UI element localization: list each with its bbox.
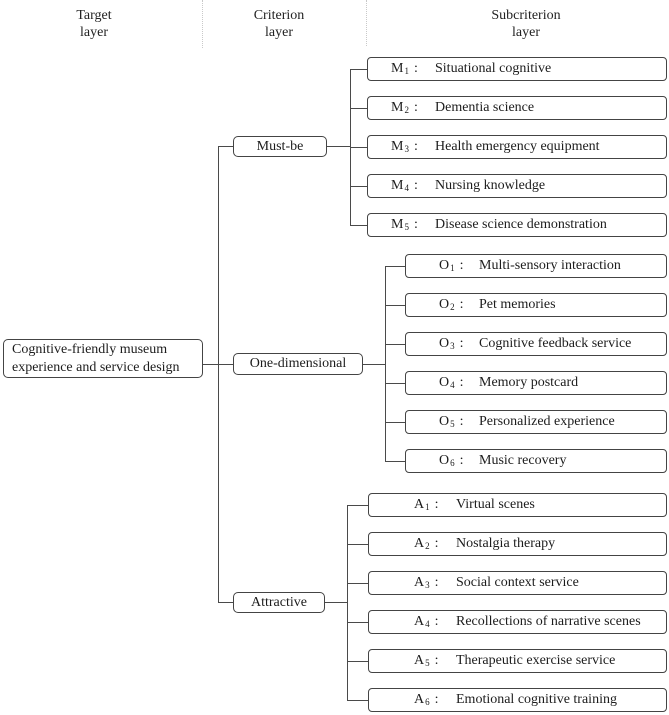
subcriterion-label: Personalized experience — [479, 414, 615, 429]
connector-line — [347, 583, 368, 584]
connector-line — [350, 69, 367, 70]
connector-line — [347, 661, 368, 662]
subcriterion-code: O3: — [439, 336, 464, 351]
subcriterion-label: Virtual scenes — [456, 497, 535, 512]
subcriterion-box-a5: A5: Therapeutic exercise service — [368, 649, 667, 673]
connector-line — [363, 364, 385, 365]
subcriterion-box-o4: O4: Memory postcard — [405, 371, 667, 395]
subcriterion-code: A5: — [414, 653, 439, 668]
subcriterion-code: O6: — [439, 453, 464, 468]
subcriterion-box-a2: A2: Nostalgia therapy — [368, 532, 667, 556]
subcriterion-box-m3: M3: Health emergency equipment — [367, 135, 667, 159]
connector-line — [385, 344, 405, 345]
subcriterion-code: A3: — [414, 575, 439, 590]
connector-line — [203, 364, 233, 365]
subcriterion-box-m5: M5: Disease science demonstration — [367, 213, 667, 237]
connector-line — [385, 383, 405, 384]
subcriterion-code: M1: — [391, 61, 418, 76]
subcriterion-code: O5: — [439, 414, 464, 429]
subcriterion-box-o3: O3: Cognitive feedback service — [405, 332, 667, 356]
connector-line — [385, 305, 405, 306]
subcriterion-code: A1: — [414, 497, 439, 512]
subcriterion-box-o2: O2: Pet memories — [405, 293, 667, 317]
subcriterion-code: M3: — [391, 139, 418, 154]
connector-line — [218, 146, 219, 603]
header-line: Subcriterion — [491, 8, 561, 23]
connector-line — [347, 622, 368, 623]
subcriterion-box-m1: M1: Situational cognitive — [367, 57, 667, 81]
subcriterion-code: A6: — [414, 692, 439, 707]
header-subcriterion-layer: Subcriterion layer — [461, 7, 591, 41]
header-line: layer — [80, 25, 108, 40]
subcriterion-box-a4: A4: Recollections of narrative scenes — [368, 610, 667, 634]
subcriterion-label: Situational cognitive — [435, 61, 552, 76]
header-line: Criterion — [253, 8, 305, 23]
connector-line — [218, 146, 233, 147]
connector-line — [218, 602, 233, 603]
criterion-box-must-be: Must-be — [233, 136, 327, 157]
criterion-box-attractive: Attractive — [233, 592, 325, 613]
subcriterion-box-o1: O1: Multi-sensory interaction — [405, 254, 667, 278]
connector-line — [347, 505, 368, 506]
subcriterion-box-o5: O5: Personalized experience — [405, 410, 667, 434]
header-line: Target — [76, 8, 112, 23]
subcriterion-label: Pet memories — [479, 297, 556, 312]
subcriterion-box-m2: M2: Dementia science — [367, 96, 667, 120]
subcriterion-label: Emotional cognitive training — [456, 692, 617, 707]
connector-line — [350, 147, 367, 148]
connector-line — [347, 700, 368, 701]
connector-line — [350, 108, 367, 109]
header-line: layer — [265, 25, 293, 40]
subcriterion-label: Health emergency equipment — [435, 139, 600, 154]
connector-line — [385, 422, 405, 423]
connector-line — [385, 266, 405, 267]
subcriterion-box-a3: A3: Social context service — [368, 571, 667, 595]
subcriterion-label: Disease science demonstration — [435, 217, 607, 232]
target-title-line: experience and service design — [12, 359, 180, 375]
connector-line — [325, 602, 347, 603]
subcriterion-label: Multi-sensory interaction — [479, 258, 621, 273]
subcriterion-code: O4: — [439, 375, 464, 390]
subcriterion-box-m4: M4: Nursing knowledge — [367, 174, 667, 198]
subcriterion-box-o6: O6: Music recovery — [405, 449, 667, 473]
subcriterion-label: Nursing knowledge — [435, 178, 546, 193]
subcriterion-box-a1: A1: Virtual scenes — [368, 493, 667, 517]
subcriterion-code: O1: — [439, 258, 464, 273]
subcriterion-code: A2: — [414, 536, 439, 551]
header-line: layer — [512, 25, 540, 40]
column-divider — [202, 0, 203, 48]
column-divider — [366, 0, 367, 46]
connector-line — [347, 544, 368, 545]
connector-line — [350, 225, 367, 226]
subcriterion-code: A4: — [414, 614, 439, 629]
subcriterion-code: M4: — [391, 178, 418, 193]
header-criterion-layer: Criterion layer — [229, 7, 329, 41]
subcriterion-label: Therapeutic exercise service — [456, 653, 616, 668]
connector-line — [327, 146, 350, 147]
subcriterion-label: Recollections of narrative scenes — [456, 614, 641, 629]
subcriterion-label: Dementia science — [435, 100, 535, 115]
subcriterion-box-a6: A6: Emotional cognitive training — [368, 688, 667, 712]
subcriterion-label: Nostalgia therapy — [456, 536, 556, 551]
connector-line — [347, 505, 348, 701]
header-target-layer: Target layer — [44, 7, 144, 41]
subcriterion-label: Music recovery — [479, 453, 567, 468]
subcriterion-code: M5: — [391, 217, 418, 232]
criterion-box-one-dimensional: One-dimensional — [233, 353, 363, 375]
subcriterion-code: M2: — [391, 100, 418, 115]
connector-line — [385, 266, 386, 462]
target-title-line: Cognitive-friendly museum — [12, 341, 168, 357]
connector-line — [385, 461, 405, 462]
subcriterion-label: Memory postcard — [479, 375, 579, 390]
subcriterion-label: Social context service — [456, 575, 579, 590]
connector-line — [350, 186, 367, 187]
subcriterion-code: O2: — [439, 297, 464, 312]
target-box: Cognitive-friendly museum experience and… — [3, 339, 203, 378]
subcriterion-label: Cognitive feedback service — [479, 336, 632, 351]
